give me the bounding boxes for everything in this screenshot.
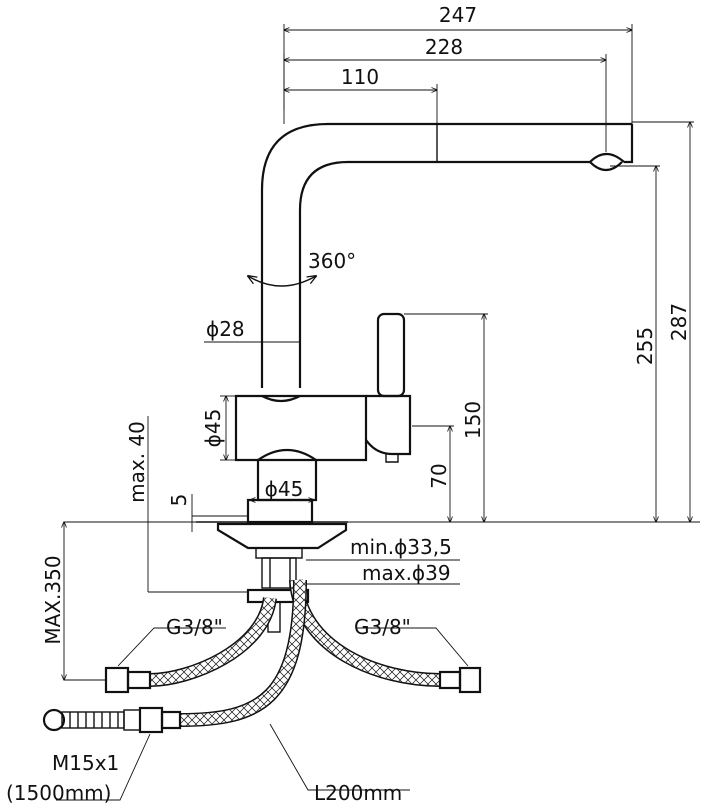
- spout: [260, 122, 634, 388]
- label-rotation: 360°: [308, 249, 356, 273]
- hose-connectors: [42, 666, 482, 734]
- dimension-labels: 247 228 110 360° ϕ28 ϕ45 ϕ45 max. 40 5 m…: [6, 3, 691, 805]
- label-width-total: 247: [439, 3, 477, 27]
- label-diameter-body: ϕ45: [201, 409, 225, 448]
- label-right-thread: G3/8": [354, 615, 411, 639]
- rotation-indicator: [248, 276, 316, 287]
- label-height-spout: 255: [633, 327, 657, 365]
- label-diameter-pipe: ϕ28: [206, 317, 245, 341]
- dimension-lines: [56, 24, 694, 801]
- label-diameter-base: ϕ45: [265, 477, 304, 501]
- label-gap: 5: [167, 494, 191, 507]
- label-left-thread: G3/8": [166, 615, 223, 639]
- label-deck-max: max. 40: [125, 421, 149, 503]
- label-hole-min: min.ϕ33,5: [350, 535, 452, 559]
- label-pullout-length: (1500mm): [6, 781, 111, 805]
- label-hose-length: L200mm: [314, 781, 402, 805]
- label-height-body: 70: [427, 463, 451, 488]
- label-pullout-thread: M15x1: [52, 751, 119, 775]
- label-height-lever: 150: [461, 401, 485, 439]
- label-hole-max: max.ϕ39: [362, 561, 451, 585]
- label-width-spout: 228: [425, 35, 463, 59]
- label-height-total: 287: [667, 303, 691, 341]
- label-width-head: 110: [341, 65, 379, 89]
- supply-hoses: [149, 579, 441, 727]
- faucet-body: [234, 312, 412, 502]
- label-depth-max: MAX.350: [41, 555, 65, 644]
